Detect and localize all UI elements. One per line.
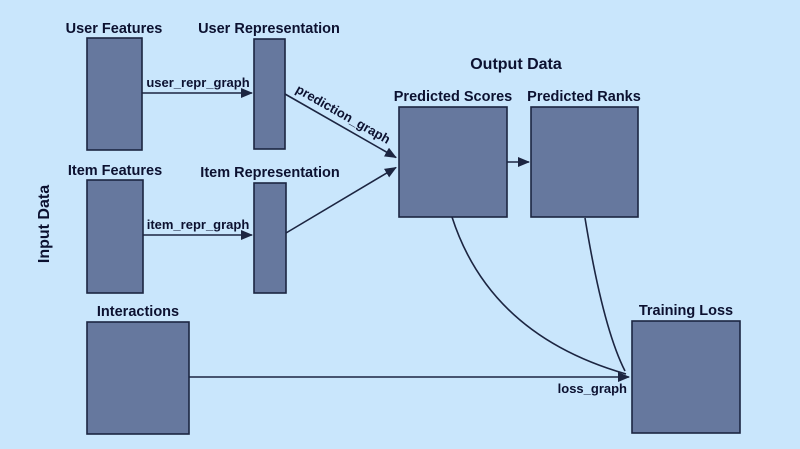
node-predicted-scores-label: Predicted Scores <box>394 89 512 105</box>
node-predicted-scores: Predicted Scores <box>394 89 512 218</box>
section-title-input-data: Input Data <box>36 185 53 263</box>
edge-label-item-repr-graph: item_repr_graph <box>147 217 250 232</box>
node-predicted-ranks-box <box>530 106 639 218</box>
node-training-loss-label: Training Loss <box>639 303 733 319</box>
node-user-representation: User Representation <box>198 21 340 150</box>
edge-prediction-graph-item <box>285 166 397 234</box>
node-training-loss: Training Loss <box>631 303 741 434</box>
edge-ranks-to-loss <box>584 217 626 372</box>
node-item-representation: Item Representation <box>200 165 340 294</box>
section-title-output-data: Output Data <box>470 56 562 73</box>
node-item-representation-label: Item Representation <box>200 165 339 181</box>
node-user-representation-box <box>253 38 286 150</box>
node-training-loss-box <box>631 320 741 434</box>
node-user-features-box <box>86 37 143 151</box>
node-item-representation-box <box>253 182 287 294</box>
node-item-features-label: Item Features <box>68 163 162 179</box>
edge-label-loss-graph: loss_graph <box>558 381 627 396</box>
node-interactions-label: Interactions <box>97 304 179 320</box>
edge-label-user-repr-graph: user_repr_graph <box>146 75 249 90</box>
node-interactions: Interactions <box>86 304 190 435</box>
edge-label-prediction-graph: prediction_graph <box>293 81 393 146</box>
node-interactions-box <box>86 321 190 435</box>
edge-prediction-graph-user <box>284 93 397 159</box>
node-predicted-ranks: Predicted Ranks <box>527 89 641 218</box>
node-item-features-box <box>86 179 144 294</box>
node-item-features: Item Features <box>68 163 162 294</box>
node-user-representation-label: User Representation <box>198 21 340 37</box>
node-predicted-scores-box <box>398 106 508 218</box>
node-user-features-label: User Features <box>66 21 163 37</box>
edge-scores-to-loss <box>451 216 627 375</box>
node-user-features: User Features <box>66 21 163 151</box>
node-predicted-ranks-label: Predicted Ranks <box>527 89 641 105</box>
